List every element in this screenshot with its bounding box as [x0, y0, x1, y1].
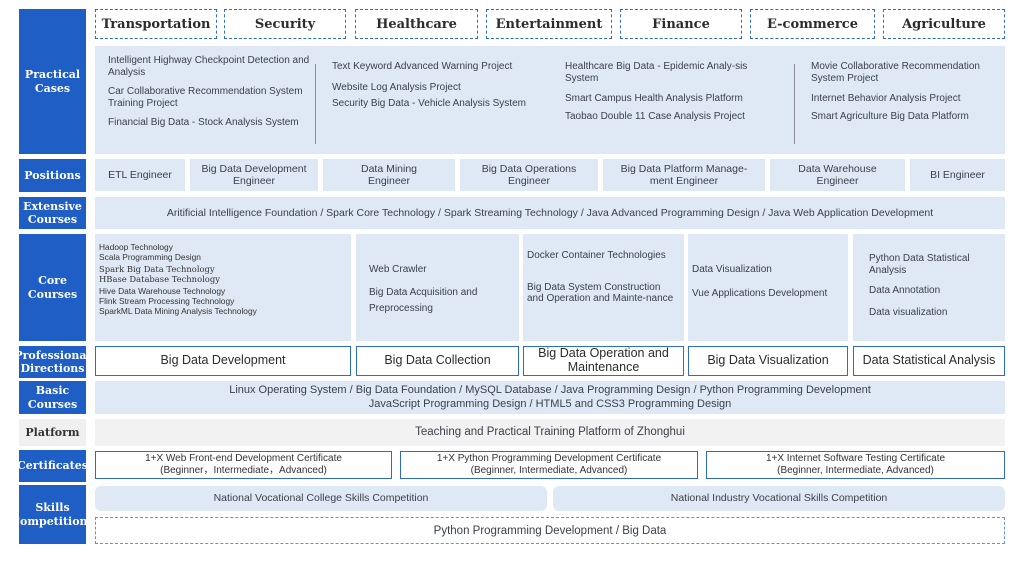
core-course-item: Hadoop Technology: [99, 242, 173, 252]
certificate-title: 1+X Internet Software Testing Certificat…: [765, 453, 946, 464]
case-item: Healthcare Big Data - Epidemic Analy-sis…: [565, 61, 748, 84]
core-course-item: HBase Database Technology: [99, 274, 220, 285]
certificate-box: 1+X Internet Software Testing Certificat…: [706, 451, 1005, 479]
case-item: Car Collaborative Recommendation System …: [108, 86, 303, 109]
core-course-list: Web Crawler Big Data Acquisition and Pre…: [369, 264, 509, 317]
core-course-list: Docker Container Technologies Big Data S…: [527, 250, 679, 305]
case-item: Taobao Double 11 Case Analysis Project: [565, 110, 745, 122]
row-label-professional-directions: Professional Directions: [14, 346, 91, 378]
certificate-title: 1+X Python Programming Development Certi…: [436, 453, 662, 464]
case-item: Internet Behavior Analysis Project: [811, 93, 961, 104]
position-item: Big Data Development Engineer: [190, 159, 318, 191]
certificate-levels: (Beginner，Intermediate，Advanced): [160, 465, 327, 476]
competition-box: National Industry Vocational Skills Comp…: [553, 486, 1005, 511]
core-course-item: Spark Big Data Technology: [99, 264, 215, 275]
position-item: Big Data Platform Manage-ment Engineer: [603, 159, 765, 191]
core-course-item: Scala Programming Design: [99, 252, 201, 263]
core-course-list: Hadoop Technology Scala Programming Desi…: [99, 242, 349, 317]
case-item: Financial Big Data - Stock Analysis Syst…: [108, 117, 299, 128]
industry-tab: Entertainment: [486, 9, 612, 39]
cases-column: Intelligent Highway Checkpoint Detection…: [108, 55, 313, 129]
position-item: Big Data Operations Engineer: [460, 159, 598, 191]
certificate-levels: (Beginner, Intermediate, Advanced): [777, 465, 934, 476]
direction-box: Big Data Visualization: [688, 346, 848, 376]
core-course-item: Data Annotation: [869, 285, 941, 296]
row-label-practical-cases: Practical Cases: [19, 9, 86, 154]
position-item: ETL Engineer: [95, 159, 185, 191]
core-course-item: Web Crawler: [369, 264, 427, 275]
certificate-box: 1+X Python Programming Development Certi…: [400, 451, 698, 479]
certificate-levels: (Beginner, Intermediate, Advanced): [470, 465, 628, 476]
case-item: Text Keyword Advanced Warning Project: [332, 61, 513, 72]
core-course-list: Data Visualization Vue Applications Deve…: [692, 264, 847, 299]
core-course-panel: [688, 234, 848, 341]
direction-box: Big Data Collection: [356, 346, 519, 376]
industry-tab: Security: [224, 9, 346, 39]
case-item: Intelligent Highway Checkpoint Detection…: [108, 55, 310, 78]
industry-tab: Agriculture: [883, 9, 1005, 39]
platform-band: Teaching and Practical Training Platform…: [95, 419, 1005, 446]
core-course-panel: [356, 234, 519, 341]
core-course-item: Python Data Statistical Analysis: [869, 253, 970, 276]
core-course-item: SparkML Data Mining Analysis Technology: [99, 306, 257, 317]
cases-column: Movie Collaborative Recommendation Syste…: [811, 61, 1001, 122]
basic-courses-text: Linux Operating System / Big Data Founda…: [95, 384, 1005, 412]
case-item: Smart Agriculture Big Data Platform: [811, 110, 969, 122]
case-item: Movie Collaborative Recommendation Syste…: [811, 61, 980, 84]
direction-box: Big Data Operation and Maintenance: [523, 346, 684, 376]
case-item: Website Log Analysis Project: [332, 81, 461, 93]
competition-track: Python Programming Development / Big Dat…: [95, 517, 1005, 544]
case-item: Smart Campus Health Analysis Platform: [565, 93, 743, 104]
cases-column: Healthcare Big Data - Epidemic Analy-sis…: [565, 61, 765, 122]
extensive-courses-band: Aritificial Intelligence Foundation / Sp…: [95, 197, 1005, 229]
core-course-item: Big Data Acquisition and Preprocessing: [369, 286, 478, 314]
industry-tab: Transportation: [95, 9, 217, 39]
core-course-panel: [95, 234, 351, 341]
core-course-item: Data Visualization: [692, 264, 772, 275]
basic-courses-band: [95, 381, 1005, 414]
core-course-list: Python Data Statistical Analysis Data An…: [869, 253, 999, 318]
industry-tab: E-commerce: [750, 9, 875, 39]
certificate-title: 1+X Web Front-end Development Certificat…: [145, 453, 342, 464]
core-course-item: Hive Data Warehouse Technology: [99, 286, 226, 297]
row-label-certificates: Certificates: [17, 450, 88, 482]
certificate-box: 1+X Web Front-end Development Certificat…: [95, 451, 392, 479]
row-label-core-courses: Core Courses: [19, 234, 86, 341]
position-item: BI Engineer: [910, 159, 1005, 191]
core-course-item: Vue Applications Development: [692, 287, 828, 299]
core-course-item: Data visualization: [869, 306, 948, 318]
industry-tab: Finance: [620, 9, 742, 39]
divider: [315, 64, 316, 144]
core-course-item: Big Data System Construction and Operati…: [527, 281, 674, 305]
core-course-panel: [853, 234, 1005, 341]
core-course-item: Docker Container Technologies: [527, 250, 666, 261]
basic-courses-line: Linux Operating System / Big Data Founda…: [229, 384, 871, 396]
core-course-item: Flink Stream Processing Technology: [99, 296, 235, 307]
position-item: Data Mining Engineer: [323, 159, 455, 191]
competition-box: National Vocational College Skills Compe…: [95, 486, 547, 511]
row-label-extensive-courses: Extensive Courses: [19, 197, 86, 229]
cases-column: Text Keyword Advanced Warning Project We…: [332, 61, 537, 110]
divider: [794, 64, 795, 144]
row-label-skills-competitions: Skills Competitions: [11, 485, 94, 544]
industry-tab: Healthcare: [355, 9, 478, 39]
direction-box: Big Data Development: [95, 346, 351, 376]
row-label-basic-courses: Basic Courses: [19, 381, 86, 414]
core-course-panel: [523, 234, 684, 341]
basic-courses-line: JavaScript Programming Design / HTML5 an…: [368, 397, 732, 410]
position-item: Data Warehouse Engineer: [770, 159, 905, 191]
practical-cases-panel: [95, 46, 1005, 154]
row-label-positions: Positions: [19, 159, 86, 192]
row-label-platform: Platform: [19, 419, 86, 446]
direction-box: Data Statistical Analysis: [853, 346, 1005, 376]
case-item: Security Big Data - Vehicle Analysis Sys…: [332, 98, 526, 109]
